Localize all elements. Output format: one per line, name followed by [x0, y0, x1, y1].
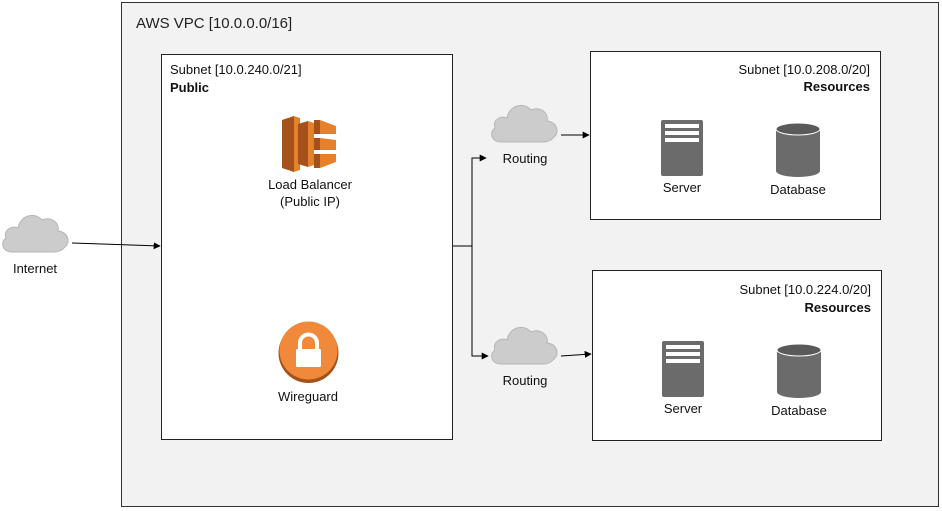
server-label-1: Server: [662, 180, 702, 195]
cloud-icon: [2, 214, 69, 253]
internet-label: Internet: [12, 261, 58, 276]
routing-label-2: Routing: [502, 373, 548, 388]
internet-to-public-edge: [71, 242, 161, 250]
database-icon: [776, 343, 822, 398]
routing-label-1: Routing: [502, 151, 548, 166]
vpc-title: AWS VPC [10.0.0.0/16]: [136, 15, 293, 32]
public-subnet-name: Public: [170, 80, 210, 95]
server-icon: [662, 341, 704, 397]
resource-subnet-1-name: Resources: [803, 79, 870, 94]
cloud-icon: [491, 104, 558, 143]
wireguard-label: Wireguard: [278, 389, 338, 404]
routing-2-to-subnet-2-edge: [560, 350, 592, 358]
database-label-1: Database: [770, 182, 826, 197]
resource-subnet-2: [592, 270, 882, 441]
server-label-2: Server: [663, 401, 703, 416]
resource-subnet-1-cidr: Subnet [10.0.208.0/20]: [738, 62, 870, 77]
public-to-routing-edge: [453, 154, 487, 247]
database-icon: [775, 122, 821, 177]
load-balancer-label-line2: (Public IP): [280, 194, 340, 209]
resource-subnet-2-cidr: Subnet [10.0.224.0/20]: [739, 282, 871, 297]
resource-subnet-1: [590, 51, 881, 220]
resource-subnet-2-name: Resources: [804, 300, 871, 315]
public-to-routing-2-edge: [471, 246, 489, 360]
server-icon: [661, 120, 703, 176]
load-balancer-icon: [282, 116, 336, 172]
lock-icon: [278, 321, 339, 383]
public-subnet-cidr: Subnet [10.0.240.0/21]: [170, 62, 302, 77]
database-label-2: Database: [771, 403, 827, 418]
load-balancer-label-line1: Load Balancer: [268, 177, 352, 192]
cloud-icon: [491, 326, 558, 365]
